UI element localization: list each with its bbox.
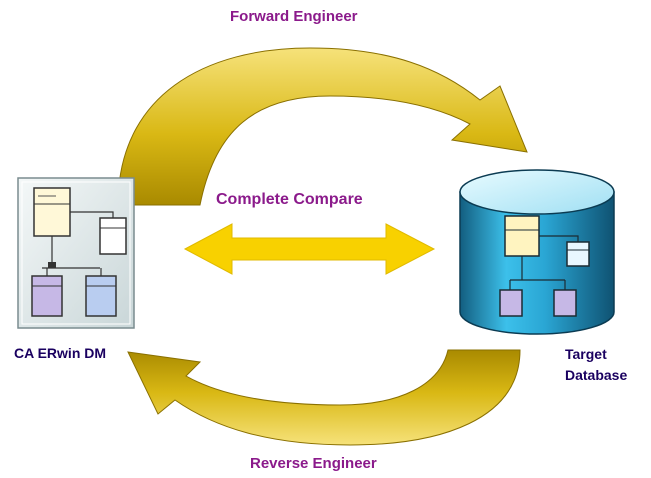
database-cylinder-icon [459, 169, 615, 335]
forward-engineer-label: Forward Engineer [230, 8, 358, 25]
reverse-engineer-label: Reverse Engineer [250, 455, 377, 472]
target-label-line1: Target [565, 346, 607, 362]
source-model-label: CA ERwin DM [14, 345, 107, 361]
complete-compare-label: Complete Compare [216, 191, 363, 208]
data-model-document-icon [17, 177, 135, 329]
reverse-engineer-arrow [127, 349, 521, 446]
target-label-line2: Database [565, 367, 628, 383]
forward-engineer-arrow [117, 47, 528, 206]
target-database-label: Target Database [565, 344, 627, 386]
complete-compare-arrow [183, 223, 436, 275]
